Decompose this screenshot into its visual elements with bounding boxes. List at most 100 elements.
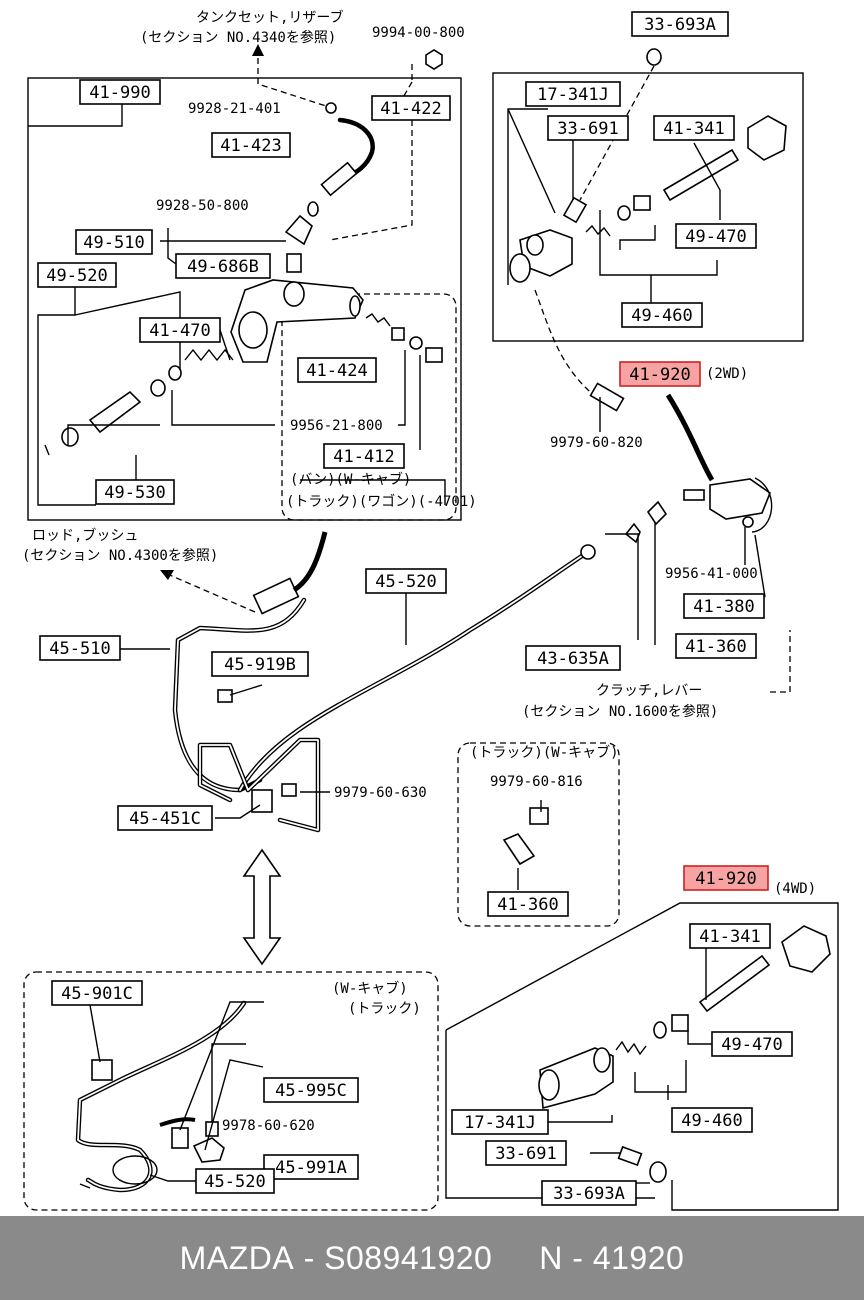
svg-text:45-510: 45-510	[49, 639, 110, 659]
wcab-truck-frame	[23, 971, 439, 1211]
note-variant-truck-wagon: (トラック)(ワゴン)(-4701)	[286, 493, 477, 510]
part-label-41-341-bottom[interactable]: 41-341	[689, 923, 771, 949]
note-variant-van-wcab: (バン)(W-キャブ)	[290, 471, 411, 488]
svg-text:17-341J: 17-341J	[464, 1113, 536, 1133]
part-label-41-424[interactable]: 41-424	[297, 357, 377, 383]
svg-text:41-470: 41-470	[149, 321, 210, 341]
svg-text:43-635A: 43-635A	[537, 649, 609, 669]
part-label-43-635A[interactable]: 43-635A	[525, 645, 621, 671]
dust-cap-icon	[646, 48, 662, 66]
svg-text:41-360: 41-360	[685, 637, 746, 657]
pipe-45-510	[172, 597, 307, 793]
part-label-41-341-top[interactable]: 41-341	[653, 115, 735, 141]
part-label-41-360-inset[interactable]: 41-360	[487, 891, 569, 917]
part-label-49-470-bottom[interactable]: 49-470	[711, 1031, 793, 1057]
svg-text:41-341: 41-341	[663, 119, 724, 139]
part-label-41-920-top[interactable]: 41-920	[619, 361, 701, 387]
number-9928-50-800: 9928-50-800	[156, 198, 249, 214]
part-label-49-530[interactable]: 49-530	[95, 479, 175, 505]
bleeder-screw-icon	[562, 196, 588, 224]
note-bottom-wcab: (W-キャブ)	[332, 980, 408, 997]
slave-spring-4wd-icon	[615, 1040, 647, 1056]
svg-text:41-412: 41-412	[333, 447, 394, 467]
number-9979-60-816: 9979-60-816	[490, 774, 583, 790]
svg-text:45-520: 45-520	[375, 572, 436, 592]
tag-2wd: (2WD)	[706, 366, 748, 382]
svg-text:49-460: 49-460	[681, 1111, 742, 1131]
bleeder-icon	[425, 347, 443, 363]
svg-text:45-901C: 45-901C	[61, 984, 133, 1004]
clip-45-991A	[192, 1137, 225, 1163]
svg-text:45-991A: 45-991A	[275, 1158, 347, 1178]
part-label-45-510[interactable]: 45-510	[39, 635, 121, 661]
inset-bracket	[502, 833, 536, 866]
part-label-33-691-bottom[interactable]: 33-691	[485, 1140, 567, 1166]
part-label-49-510[interactable]: 49-510	[75, 229, 153, 255]
svg-text:49-510: 49-510	[83, 233, 144, 253]
part-label-41-423[interactable]: 41-423	[211, 132, 291, 158]
part-label-49-460-bottom[interactable]: 49-460	[671, 1107, 753, 1133]
part-label-41-990[interactable]: 41-990	[79, 79, 161, 105]
svg-text:33-691: 33-691	[557, 119, 618, 139]
footer-code: N - 41920	[539, 1239, 685, 1276]
note-rod-bush-section: (セクション NO.4300を参照)	[22, 547, 218, 564]
bracket-43-635A	[624, 522, 641, 544]
part-label-49-470-top[interactable]: 49-470	[675, 223, 757, 249]
return-spring-icon	[184, 348, 234, 362]
slave-cylinder-4wd-frame	[445, 902, 839, 1211]
note-bottom-truck: (トラック)	[348, 1001, 421, 1017]
piston-seal-icon	[150, 379, 166, 397]
note-clutch-lever: クラッチ,レバー	[596, 683, 702, 699]
part-label-33-693A-top[interactable]: 33-693A	[631, 11, 729, 37]
part-label-41-920-bottom[interactable]: 41-920	[683, 865, 769, 891]
number-9979-60-820: 9979-60-820	[550, 435, 643, 451]
three-way-joint	[252, 577, 300, 615]
svg-text:45-919B: 45-919B	[224, 655, 296, 675]
svg-text:49-460: 49-460	[631, 306, 692, 326]
part-label-41-412[interactable]: 41-412	[323, 443, 405, 469]
part-label-45-919B[interactable]: 45-919B	[211, 651, 309, 677]
part-label-45-991A[interactable]: 45-991A	[263, 1154, 359, 1180]
svg-text:41-424: 41-424	[306, 361, 367, 381]
push-rod-top	[662, 148, 740, 202]
part-label-45-901C[interactable]: 45-901C	[51, 980, 143, 1006]
master-cylinder-frame	[27, 77, 462, 521]
part-label-49-520[interactable]: 49-520	[37, 262, 117, 288]
slave-spring-icon	[585, 224, 611, 237]
svg-text:17-341J: 17-341J	[537, 85, 609, 105]
boot-4wd-icon	[781, 925, 831, 973]
part-label-49-460-top[interactable]: 49-460	[621, 302, 703, 328]
part-label-41-422[interactable]: 41-422	[371, 95, 451, 121]
part-label-33-693A-bottom[interactable]: 33-693A	[541, 1180, 637, 1206]
number-9956-41-000: 9956-41-000	[665, 566, 758, 582]
part-label-33-691-top[interactable]: 33-691	[547, 115, 629, 141]
svg-text:41-422: 41-422	[380, 99, 441, 119]
part-label-45-520-bottom[interactable]: 45-520	[195, 1168, 275, 1194]
note-inset-truck-wcab: (トラック)(W-キャブ)	[470, 744, 619, 761]
note-tank-set: タンクセット,リザーブ	[196, 9, 344, 26]
part-label-41-470[interactable]: 41-470	[139, 317, 221, 343]
part-label-41-380[interactable]: 41-380	[683, 593, 765, 619]
parts-diagram: 41-990 41-422 41-423 49-510 49-686B 49-5…	[22, 9, 839, 1211]
footer-separator: -	[294, 1239, 325, 1276]
hose-clamp-icon	[325, 102, 337, 114]
number-9994-00-800: 9994-00-800	[372, 25, 465, 41]
footer-brand: MAZDA	[179, 1239, 295, 1276]
bleeder-4wd-icon	[617, 1145, 643, 1167]
part-label-45-995C[interactable]: 45-995C	[263, 1077, 359, 1103]
tag-4wd: (4WD)	[774, 881, 816, 897]
part-label-17-341J-top[interactable]: 17-341J	[525, 81, 621, 107]
part-label-41-360-right[interactable]: 41-360	[675, 633, 757, 659]
svg-text:41-341: 41-341	[699, 927, 760, 947]
part-label-45-451C[interactable]: 45-451C	[117, 805, 213, 831]
svg-text:41-990: 41-990	[89, 83, 150, 103]
part-label-45-520-top[interactable]: 45-520	[365, 568, 447, 594]
svg-text:33-691: 33-691	[495, 1144, 556, 1164]
variant-dashed-frame	[281, 293, 457, 521]
svg-text:49-686B: 49-686B	[187, 257, 259, 277]
part-label-49-686B[interactable]: 49-686B	[175, 253, 271, 279]
number-9928-21-401: 9928-21-401	[188, 101, 281, 117]
svg-text:49-470: 49-470	[685, 227, 746, 247]
slave-cylinder-small	[709, 478, 771, 520]
part-label-17-341J-bottom[interactable]: 17-341J	[451, 1109, 549, 1135]
